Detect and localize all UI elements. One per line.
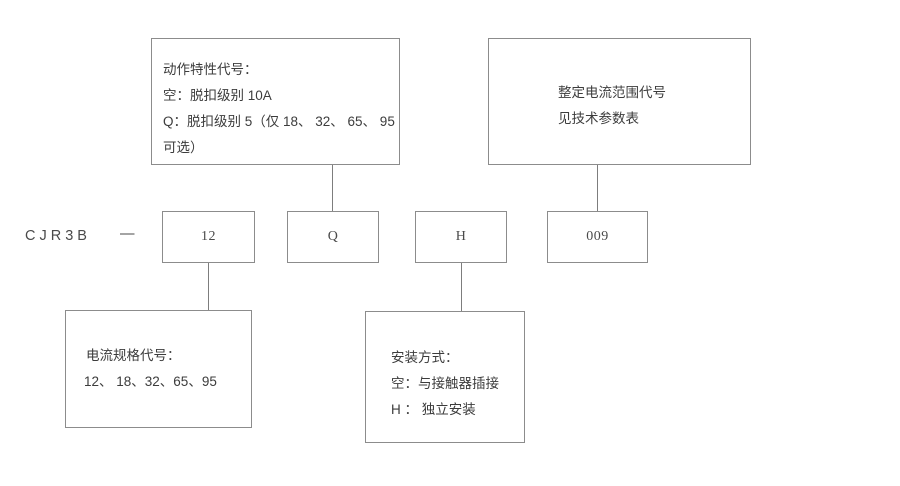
note-box-trip-characteristic [151,38,400,165]
note-line-mounting-method-2: 空：与接触器插接 [391,376,499,391]
connector-setting-current-range [597,165,598,211]
code-box-setting-current-range-value: 009 [586,229,609,244]
note-line-trip-characteristic-1: 动作特性代号： [163,62,258,77]
series-code-label: CJR3B [25,228,91,244]
note-line-trip-characteristic-3: Q：脱扣级别 5（仅 18、 32、 65、 95 [163,114,395,129]
connector-mounting-method [461,263,462,311]
note-box-current-rating [65,310,252,428]
note-line-setting-current-range-2: 见技术参数表 [558,111,639,126]
note-line-trip-characteristic-2: 空：脱扣级别 10A [163,88,272,103]
connector-trip-characteristic [332,165,333,211]
code-box-current-rating[interactable]: 12 [162,211,255,263]
note-line-mounting-method-3: H ： 独立安装 [391,402,476,417]
code-box-mounting-method[interactable]: H [415,211,507,263]
code-box-trip-characteristic-value: Q [327,229,339,244]
note-line-current-rating-2: 12、 18、32、65、95 [84,374,217,389]
code-box-current-rating-value: 12 [201,229,216,244]
code-box-setting-current-range[interactable]: 009 [547,211,648,263]
code-box-mounting-method-value: H [455,229,467,244]
note-box-setting-current-range [488,38,751,165]
note-line-trip-characteristic-4: 可选） [163,140,204,155]
note-line-setting-current-range-1: 整定电流范围代号 [558,85,666,100]
note-box-mounting-method [365,311,525,443]
separator-dash: — [120,226,135,242]
note-line-current-rating-1: 电流规格代号： [86,348,181,363]
connector-current-rating [208,263,209,310]
code-box-trip-characteristic[interactable]: Q [287,211,379,263]
note-line-mounting-method-1: 安装方式： [391,350,459,365]
